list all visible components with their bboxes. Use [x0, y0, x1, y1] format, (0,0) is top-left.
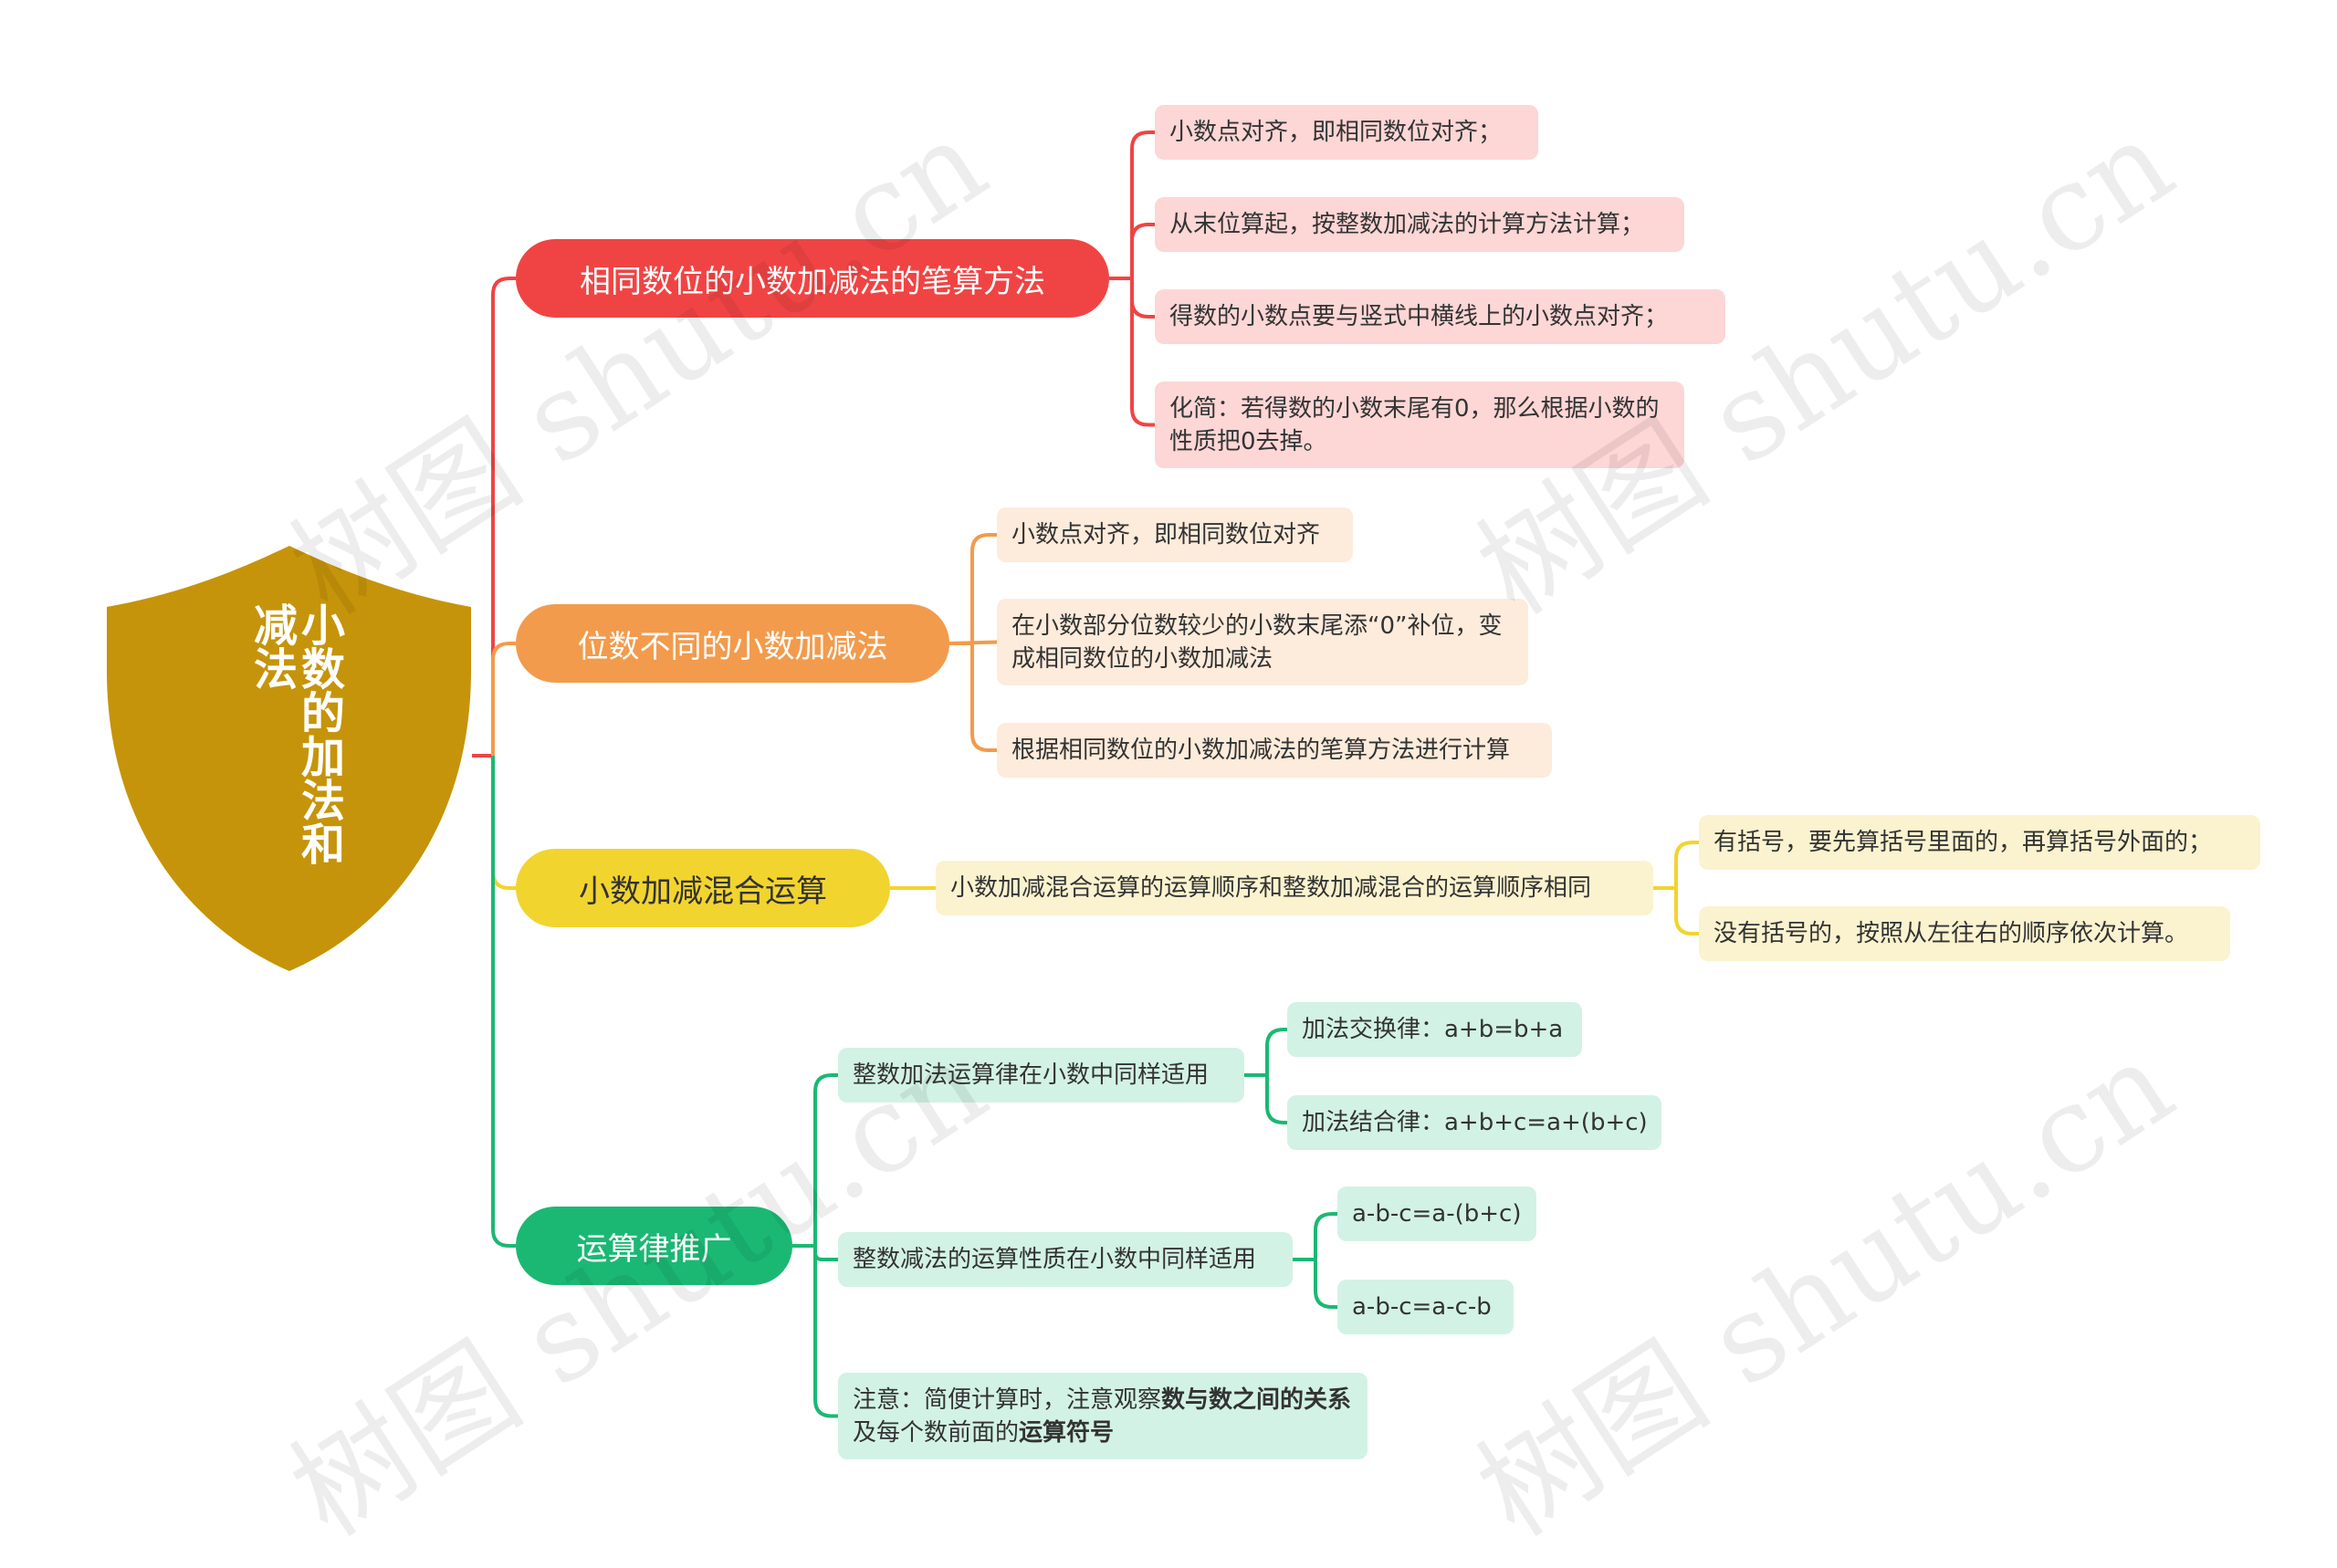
- root-title: 小数的加法和减法: [246, 602, 344, 865]
- leaf-commutative-law: 加法交换律：a+b=b+a: [1287, 1002, 1582, 1057]
- leaf-simplify-trailing-zero: 化简：若得数的小数末尾有0，那么根据小数的性质把0去掉。: [1155, 382, 1684, 468]
- leaf-result-decimal-point: 得数的小数点要与竖式中横线上的小数点对齐；: [1155, 289, 1725, 344]
- branch-connector: [491, 642, 516, 756]
- leaf-connector: [1293, 1212, 1337, 1261]
- leaf-connector: [949, 533, 997, 645]
- branch-operation-laws[interactable]: 运算律推广: [516, 1207, 792, 1285]
- leaf-align-decimal-points: 小数点对齐，即相同数位对齐；: [1155, 105, 1538, 160]
- group-addition-laws: 整数加法运算律在小数中同样适用: [838, 1048, 1244, 1103]
- leaf-subtraction-property-2: a-b-c=a-c-b: [1337, 1280, 1514, 1334]
- leaf-connector: [1109, 277, 1155, 427]
- leaf-connector: [1244, 1028, 1287, 1077]
- branch-connector: [491, 756, 516, 1248]
- leaf-connector: [1653, 886, 1699, 936]
- leaf-connector: [949, 642, 997, 752]
- note-text: 注意：简便计算时，注意观察数与数之间的关系及每个数前面的运算符号: [853, 1385, 1352, 1447]
- branch-different-digits[interactable]: 位数不同的小数加减法: [516, 604, 949, 683]
- group-subtraction-properties: 整数减法的运算性质在小数中同样适用: [838, 1232, 1293, 1287]
- leaf-connector: [1653, 841, 1699, 890]
- leaf-align-same-digits: 小数点对齐，即相同数位对齐: [997, 507, 1353, 562]
- leaf-connector: [792, 1244, 838, 1418]
- leaf-connector: [1293, 1258, 1337, 1309]
- leaf-pad-with-zero: 在小数部分位数较少的小数末尾添“0”补位，变成相同数位的小数加减法: [997, 599, 1528, 685]
- leaf-without-parentheses: 没有括号的，按照从左往右的顺序依次计算。: [1699, 906, 2230, 961]
- mixed-operations-summary: 小数加减混合运算的运算顺序和整数加减混合的运算顺序相同: [936, 861, 1653, 915]
- leaf-with-parentheses: 有括号，要先算括号里面的，再算括号外面的；: [1699, 815, 2260, 870]
- branch-connector: [491, 277, 516, 756]
- branch-written-calculation[interactable]: 相同数位的小数加减法的笔算方法: [516, 239, 1109, 318]
- note-simplified-calculation: 注意：简便计算时，注意观察数与数之间的关系及每个数前面的运算符号: [838, 1373, 1368, 1459]
- leaf-connector: [1109, 131, 1155, 280]
- leaf-connector: [792, 1073, 838, 1248]
- leaf-connector: [1109, 223, 1155, 280]
- leaf-use-same-digit-method: 根据相同数位的小数加减法的笔算方法进行计算: [997, 723, 1552, 778]
- leaf-associative-law: 加法结合律：a+b+c=a+(b+c): [1287, 1095, 1661, 1150]
- leaf-start-from-last-digit: 从末位算起，按整数加减法的计算方法计算；: [1155, 197, 1684, 252]
- leaf-subtraction-property-1: a-b-c=a-(b+c): [1337, 1186, 1536, 1241]
- branch-mixed-operations[interactable]: 小数加减混合运算: [516, 849, 890, 927]
- leaf-connector: [1244, 1073, 1287, 1124]
